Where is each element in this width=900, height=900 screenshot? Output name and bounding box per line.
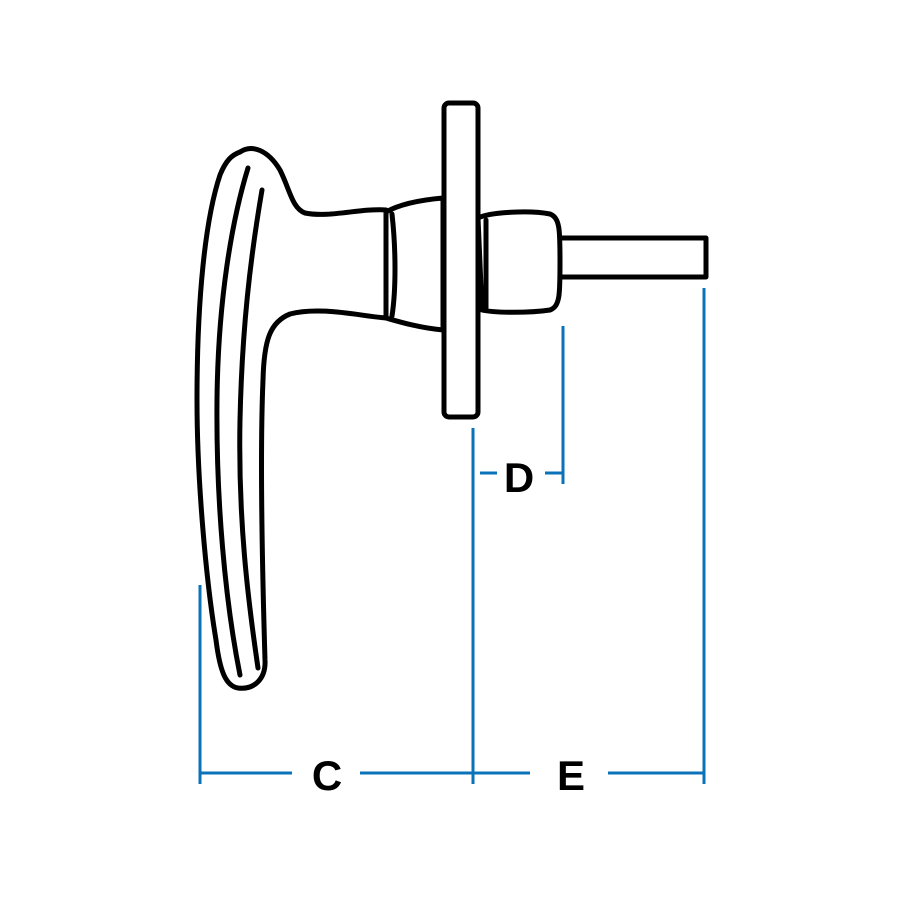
backplate bbox=[441, 100, 481, 420]
lever-inner-line-2 bbox=[237, 187, 265, 671]
window-handle-drawing bbox=[194, 100, 709, 691]
nut bbox=[475, 209, 563, 315]
lever-inner-line bbox=[214, 165, 251, 678]
collar-line bbox=[389, 211, 398, 319]
dimension-lines bbox=[198, 288, 706, 784]
spindle bbox=[557, 235, 709, 280]
dimension-label-e: E bbox=[557, 752, 585, 799]
dimension-label-c: C bbox=[312, 752, 342, 799]
dimension-label-d: D bbox=[504, 454, 534, 501]
lever-handle bbox=[194, 146, 389, 691]
